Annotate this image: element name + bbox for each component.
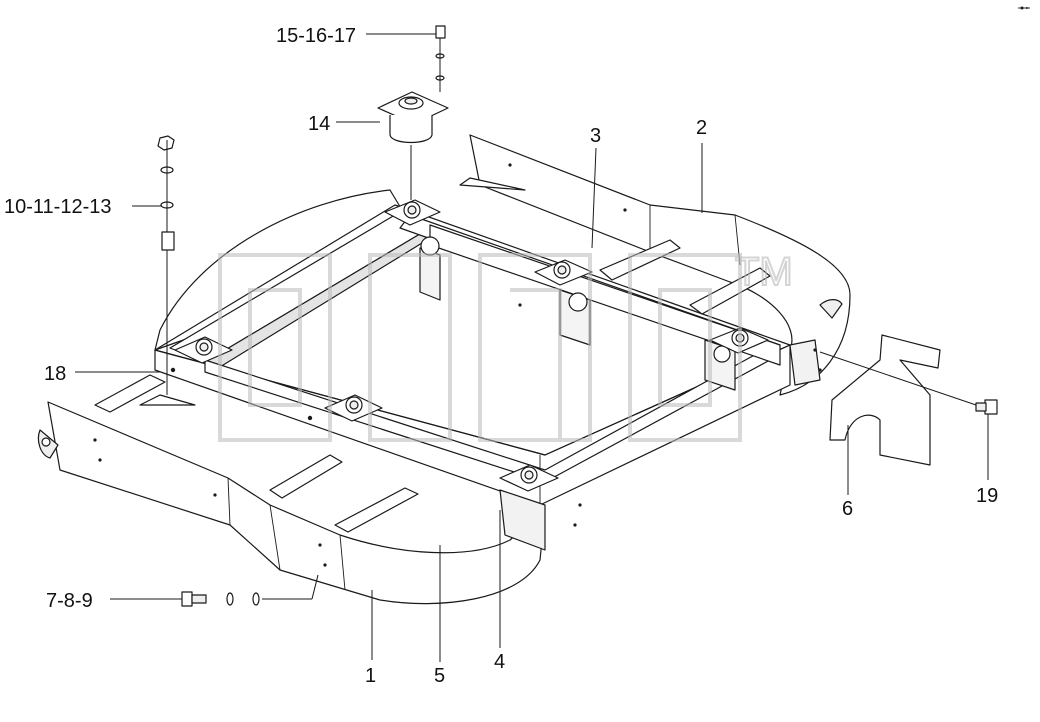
callout-10-11-12-13: 10-11-12-13 [4,196,111,218]
mount-front-right [499,464,559,492]
bracket-plate-part-6 [829,334,941,466]
corner-mark-icon [1018,6,1030,10]
callout-15-16-17: 15-16-17 [276,25,356,47]
callout-labels: 15-16-17 14 3 2 10-11-12-13 18 6 19 7-8-… [4,25,998,687]
mount-front-mid [324,394,383,422]
fastener-stack-10-11-12-13 [157,135,175,251]
mount-rear-left [384,199,441,226]
watermark-logo: TM [218,249,794,442]
side-plate-part-4 [499,339,821,551]
front-guard-part-1 [37,401,546,605]
callout-2: 2 [696,117,707,139]
front-slats [94,374,419,533]
wedge-brackets [139,177,526,406]
callout-4: 4 [494,651,505,673]
leader-lines [75,33,989,662]
bolt-part-19 [975,399,998,415]
watermark-tm: TM [735,250,793,294]
mount-front-left [174,336,233,364]
mount-rear-mid [534,259,593,286]
cross-beam-part-3 [419,224,781,391]
callout-1: 1 [365,665,376,687]
anti-vibration-mount-part-14 [377,91,449,144]
callout-5: 5 [434,665,445,687]
callout-3: 3 [590,125,601,147]
rubber-mounts [174,199,769,492]
callout-18: 18 [44,363,66,385]
callout-7-8-9: 7-8-9 [46,590,93,612]
mounting-holes [93,163,822,567]
callout-14: 14 [308,113,330,135]
rear-guard-part-2 [469,134,851,396]
callout-19: 19 [976,485,998,507]
fastener-stack-7-8-9 [181,591,260,607]
callout-6: 6 [842,498,853,520]
